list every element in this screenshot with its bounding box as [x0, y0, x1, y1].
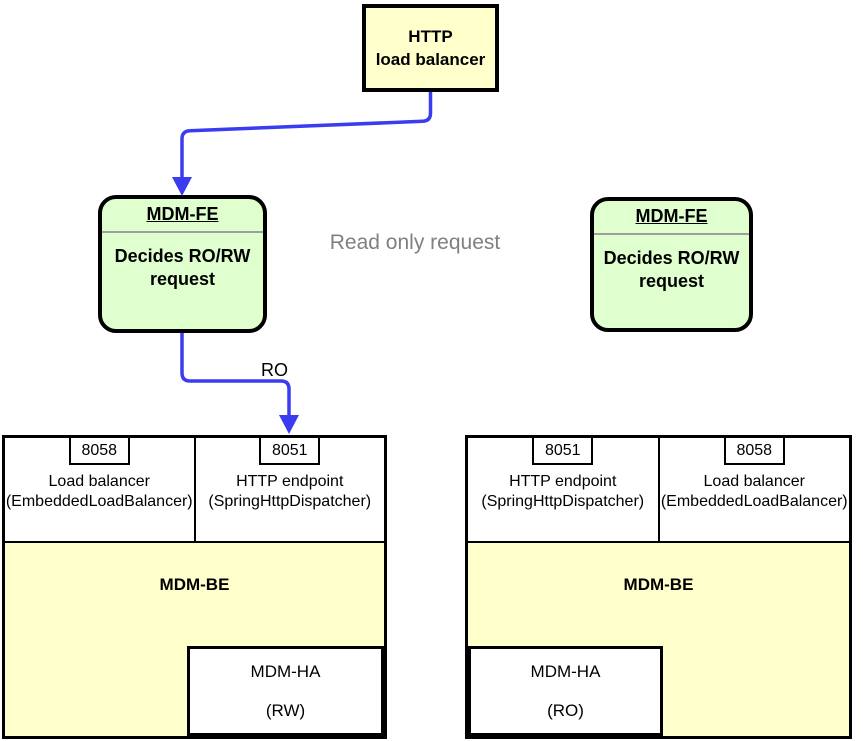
mdm-fe-right-body-line2: request: [638, 271, 705, 291]
http-endpoint-cell-label: HTTP endpoint (SpringHttpDispatcher): [208, 472, 371, 512]
port-8058-box: 8058: [68, 436, 130, 465]
http-lb-to-mdm-fe-arrowhead: [172, 177, 192, 196]
load-balancer-cell: 8058 Load balancer (EmbeddedLoadBalancer…: [5, 436, 196, 541]
mdm-ha-rw-line2: (RW): [265, 700, 306, 720]
mdm-be-right-title: MDM-BE: [623, 575, 694, 594]
port-8051-box-right: 8051: [532, 436, 594, 465]
mdm-fe-to-mdm-be-arrowhead: [279, 415, 299, 434]
mdm-fe-right-title: MDM-FE: [635, 206, 708, 226]
mdm-fe-left-node: MDM-FE Decides RO/RW request: [98, 195, 267, 333]
load-balancer-cell-right-label: Load balancer (EmbeddedLoadBalancer): [661, 472, 848, 512]
ro-arrow-label: RO: [261, 360, 288, 380]
mdm-be-right-top-row: 8051 HTTP endpoint (SpringHttpDispatcher…: [468, 436, 850, 541]
mdm-fe-left-body-line1: Decides RO/RW: [114, 246, 251, 266]
mdm-fe-right-body-line1: Decides RO/RW: [603, 248, 740, 268]
mdm-ha-ro-line1: MDM-HA: [530, 661, 601, 681]
mdm-fe-left-body: Decides RO/RW request: [102, 245, 263, 291]
read-only-request-label: Read only request: [329, 231, 501, 254]
mdm-fe-left-title: MDM-FE: [146, 204, 219, 224]
mdm-ha-rw-line1: MDM-HA: [250, 661, 321, 681]
port-8058-box-right: 8058: [723, 436, 785, 465]
http-endpoint-cell-line1: HTTP endpoint: [236, 473, 344, 490]
mdm-be-right-body: MDM-BE MDM-HA (RO): [468, 541, 849, 736]
mdm-ha-ro-box: MDM-HA (RO): [468, 646, 663, 736]
load-balancer-cell-right-line1: Load balancer: [703, 473, 805, 490]
mdm-be-left-node: 8058 Load balancer (EmbeddedLoadBalancer…: [2, 435, 387, 739]
mdm-fe-right-node: MDM-FE Decides RO/RW request: [590, 197, 753, 332]
load-balancer-cell-right-line2: (EmbeddedLoadBalancer): [660, 493, 848, 510]
port-8051-box: 8051: [259, 436, 321, 465]
http-endpoint-cell-right-label: HTTP endpoint (SpringHttpDispatcher): [481, 472, 644, 512]
mdm-fe-left-divider: [102, 231, 263, 233]
http-endpoint-cell-right-line1: HTTP endpoint: [509, 473, 617, 490]
http-endpoint-cell-right: 8051 HTTP endpoint (SpringHttpDispatcher…: [468, 436, 660, 541]
http-endpoint-cell-line2: (SpringHttpDispatcher): [208, 493, 372, 510]
http-lb-label-line1: HTTP: [408, 27, 453, 46]
load-balancer-cell-right: 8058 Load balancer (EmbeddedLoadBalancer…: [660, 436, 850, 541]
mdm-be-left-top-row: 8058 Load balancer (EmbeddedLoadBalancer…: [5, 436, 385, 541]
mdm-ha-rw-box: MDM-HA (RW): [187, 646, 384, 736]
http-load-balancer-node: HTTP load balancer: [362, 4, 499, 92]
load-balancer-cell-line1: Load balancer: [48, 473, 150, 490]
http-lb-label-line2: load balancer: [375, 50, 486, 69]
http-endpoint-cell: 8051 HTTP endpoint (SpringHttpDispatcher…: [196, 436, 385, 541]
mdm-be-right-node: 8051 HTTP endpoint (SpringHttpDispatcher…: [465, 435, 852, 739]
http-endpoint-cell-right-line2: (SpringHttpDispatcher): [481, 493, 645, 510]
load-balancer-cell-label: Load balancer (EmbeddedLoadBalancer): [6, 472, 193, 512]
mdm-fe-right-body: Decides RO/RW request: [594, 247, 749, 293]
http-lb-to-mdm-fe-arrow: [180, 92, 433, 180]
load-balancer-cell-line2: (EmbeddedLoadBalancer): [5, 493, 193, 510]
mdm-be-left-title: MDM-BE: [159, 575, 230, 594]
mdm-ha-ro-line2: (RO): [547, 700, 584, 720]
mdm-fe-left-body-line2: request: [149, 269, 216, 289]
mdm-be-left-body: MDM-BE MDM-HA (RW): [5, 541, 384, 736]
mdm-fe-right-divider: [594, 233, 749, 235]
